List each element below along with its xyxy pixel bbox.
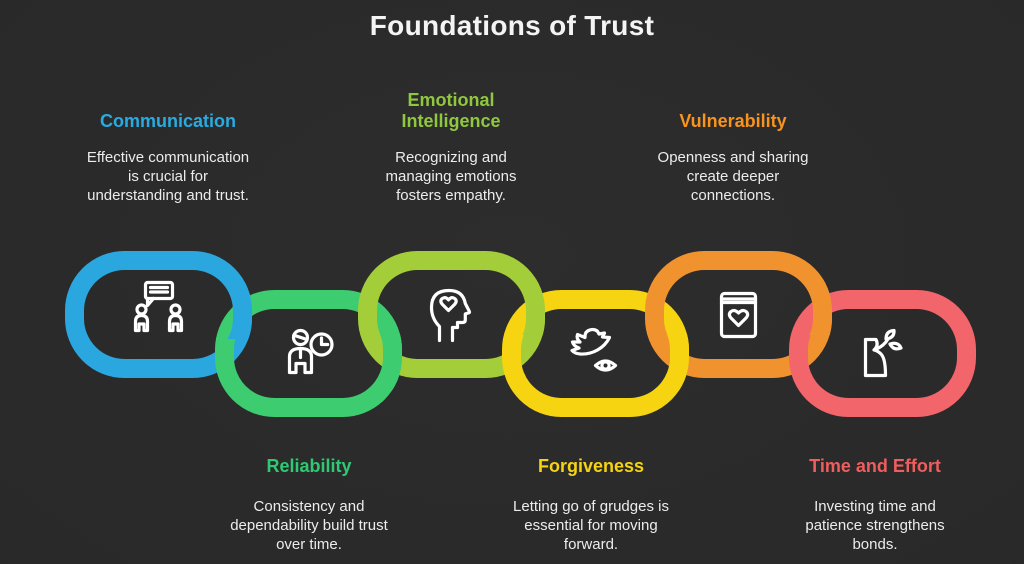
- text-block-emotional-intelligence: Emotional Intelligence Recognizing and m…: [341, 88, 561, 205]
- vulnerability-heading: Vulnerability: [679, 111, 787, 131]
- reliability-heading: Reliability: [266, 456, 352, 476]
- plant-growth-icon: [863, 328, 903, 378]
- forgiveness-description: Letting go of grudges is essential for m…: [513, 498, 669, 553]
- text-block-communication: Communication Effective communication is…: [58, 88, 278, 205]
- book-heart-icon: [719, 291, 758, 339]
- chain-weave-patch: [653, 334, 689, 390]
- time-and-effort-description: Investing time and patience strengthens …: [805, 498, 945, 553]
- person-clock-icon: [287, 328, 334, 375]
- communication-heading: Communication: [99, 111, 236, 131]
- chain-weave-patch: [222, 283, 252, 339]
- communication-description: Effective communication is crucial for u…: [86, 149, 250, 204]
- chain-weave-patch: [510, 279, 545, 335]
- vulnerability-description: Openness and sharing create deeper conne…: [657, 149, 809, 204]
- forgiveness-heading: Forgiveness: [537, 456, 645, 476]
- emotional-intelligence-heading: Emotional Intelligence: [401, 90, 501, 131]
- head-heart-icon: [429, 288, 472, 343]
- text-block-forgiveness: Forgiveness Letting go of grudges is ess…: [481, 456, 701, 554]
- reliability-description: Consistency and dependability build trus…: [230, 498, 388, 553]
- dove-eye-icon: [570, 327, 618, 372]
- time-and-effort-heading: Time and Effort: [809, 456, 941, 476]
- chain-weave-patch: [366, 334, 402, 390]
- page-title: Foundations of Trust: [369, 10, 655, 41]
- text-block-vulnerability: Vulnerability Openness and sharing creat…: [623, 88, 843, 205]
- text-block-time-and-effort: Time and Effort Investing time and patie…: [765, 456, 985, 554]
- chain-link-time-and-effort: [789, 290, 976, 417]
- chain-weave-patch: [797, 279, 832, 335]
- text-block-reliability: Reliability Consistency and dependabilit…: [199, 456, 419, 554]
- emotional-intelligence-description: Recognizing and managing emotions foster…: [385, 149, 517, 204]
- people-conversation-icon: [133, 280, 184, 333]
